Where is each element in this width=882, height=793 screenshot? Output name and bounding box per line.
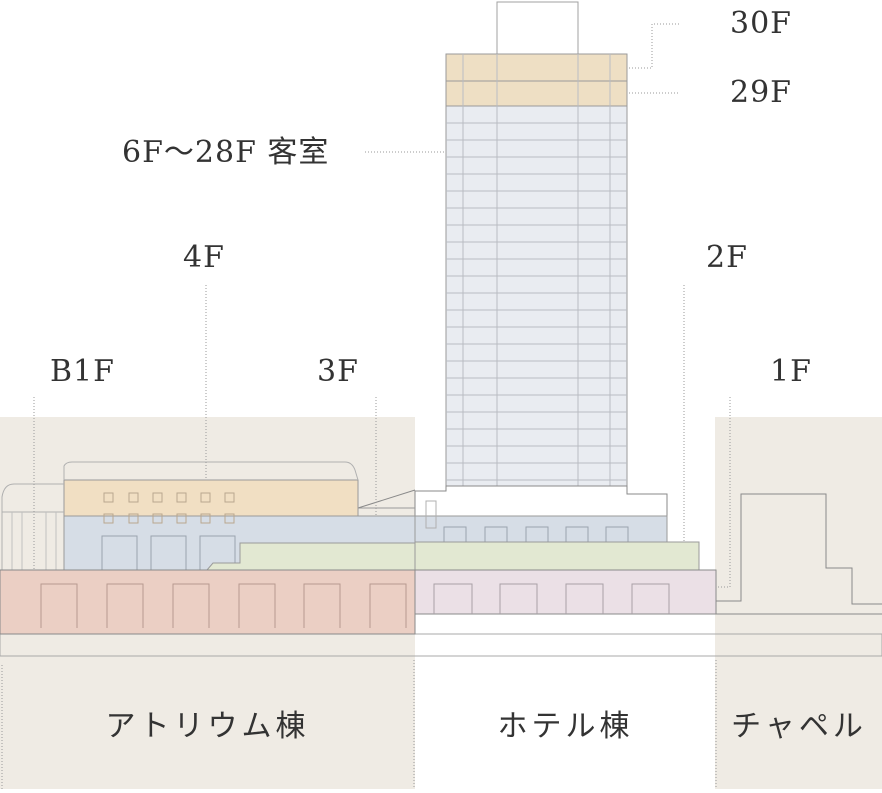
leader-30f — [629, 23, 679, 69]
hotel-floor-3 — [414, 515, 668, 543]
atrium-floor-4 — [63, 479, 359, 517]
tower-podium — [414, 485, 668, 517]
label-30f: 30F — [730, 6, 792, 41]
atrium-roof — [63, 461, 359, 481]
label-3f: 3F — [317, 354, 359, 389]
label-1f: 1F — [770, 354, 812, 389]
atrium-4f-windows — [103, 492, 235, 524]
chapel-outline — [716, 493, 882, 605]
floor-29-band — [445, 80, 628, 107]
atrium-b1-windows — [40, 583, 407, 628]
label-guest-rooms: 6F～28F 客室 — [122, 135, 330, 170]
guest-room-floor-lines — [446, 122, 627, 481]
leader-1f — [716, 397, 731, 588]
tower-spire — [496, 1, 579, 55]
label-atrium-wing: アトリウム棟 — [105, 709, 310, 744]
label-4f: 4F — [183, 240, 225, 275]
label-b1f: B1F — [50, 354, 115, 389]
label-chapel: チャペル — [731, 709, 867, 744]
chapel-panel — [715, 417, 882, 789]
label-2f: 2F — [706, 240, 748, 275]
ground-strip — [0, 633, 882, 657]
label-29f: 29F — [730, 75, 792, 110]
floor-30-band — [445, 53, 628, 82]
label-hotel-wing: ホテル棟 — [497, 709, 634, 744]
atrium-floor-b1 — [0, 569, 416, 635]
guest-rooms-block — [445, 105, 628, 487]
hotel-floor-2 — [414, 541, 700, 571]
